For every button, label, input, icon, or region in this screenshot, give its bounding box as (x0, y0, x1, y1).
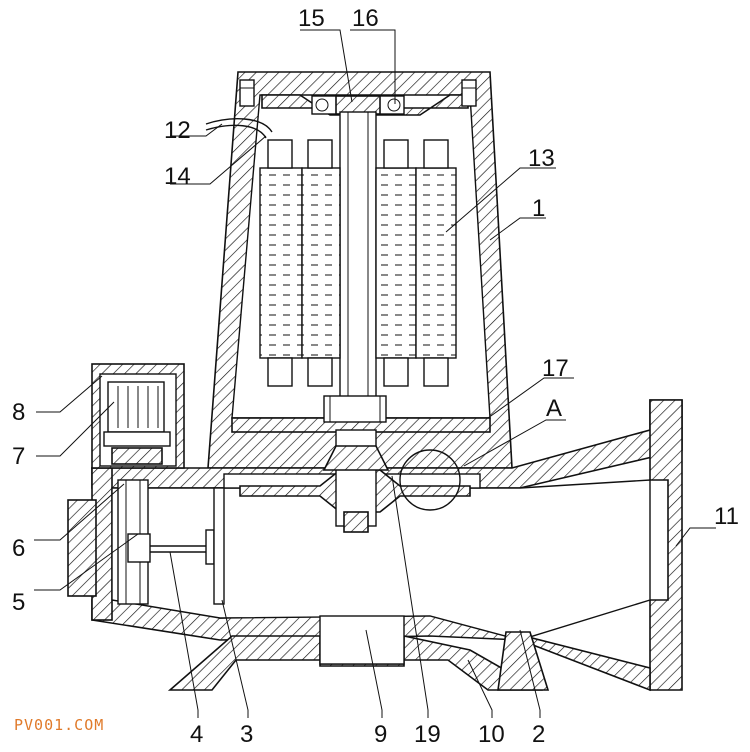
label-4: 4 (190, 721, 203, 748)
label-12: 12 (164, 117, 191, 144)
motor-shaft (339, 111, 377, 403)
label-13: 13 (528, 145, 555, 172)
label-9: 9 (374, 721, 387, 748)
label-19: 19 (414, 721, 441, 748)
leader-lines (34, 29, 716, 718)
label-11: 11 (714, 503, 739, 530)
pump-base (167, 615, 550, 691)
label-1: 1 (532, 195, 545, 222)
pump-casing (91, 399, 683, 692)
part-labels: 15 16 12 14 13 1 17 A 8 7 6 5 11 4 3 9 1… (12, 5, 739, 748)
label-8: 8 (12, 399, 25, 426)
label-14: 14 (164, 163, 191, 190)
label-15: 15 (298, 5, 325, 32)
label-16: 16 (352, 5, 379, 32)
label-5: 5 (12, 589, 25, 616)
label-A: A (546, 395, 562, 422)
label-17: 17 (542, 355, 569, 382)
seal-plate (231, 395, 491, 433)
cable-lead (205, 118, 273, 139)
side-motor-box (91, 363, 185, 469)
label-2: 2 (532, 721, 545, 748)
inlet-assembly (67, 479, 225, 605)
stator-coils (259, 139, 457, 387)
label-6: 6 (12, 535, 25, 562)
impeller (223, 429, 481, 533)
label-3: 3 (240, 721, 253, 748)
label-10: 10 (478, 721, 505, 748)
label-7: 7 (12, 443, 25, 470)
watermark-text: PV001.COM (14, 716, 104, 734)
detail-a-circle (399, 449, 461, 511)
